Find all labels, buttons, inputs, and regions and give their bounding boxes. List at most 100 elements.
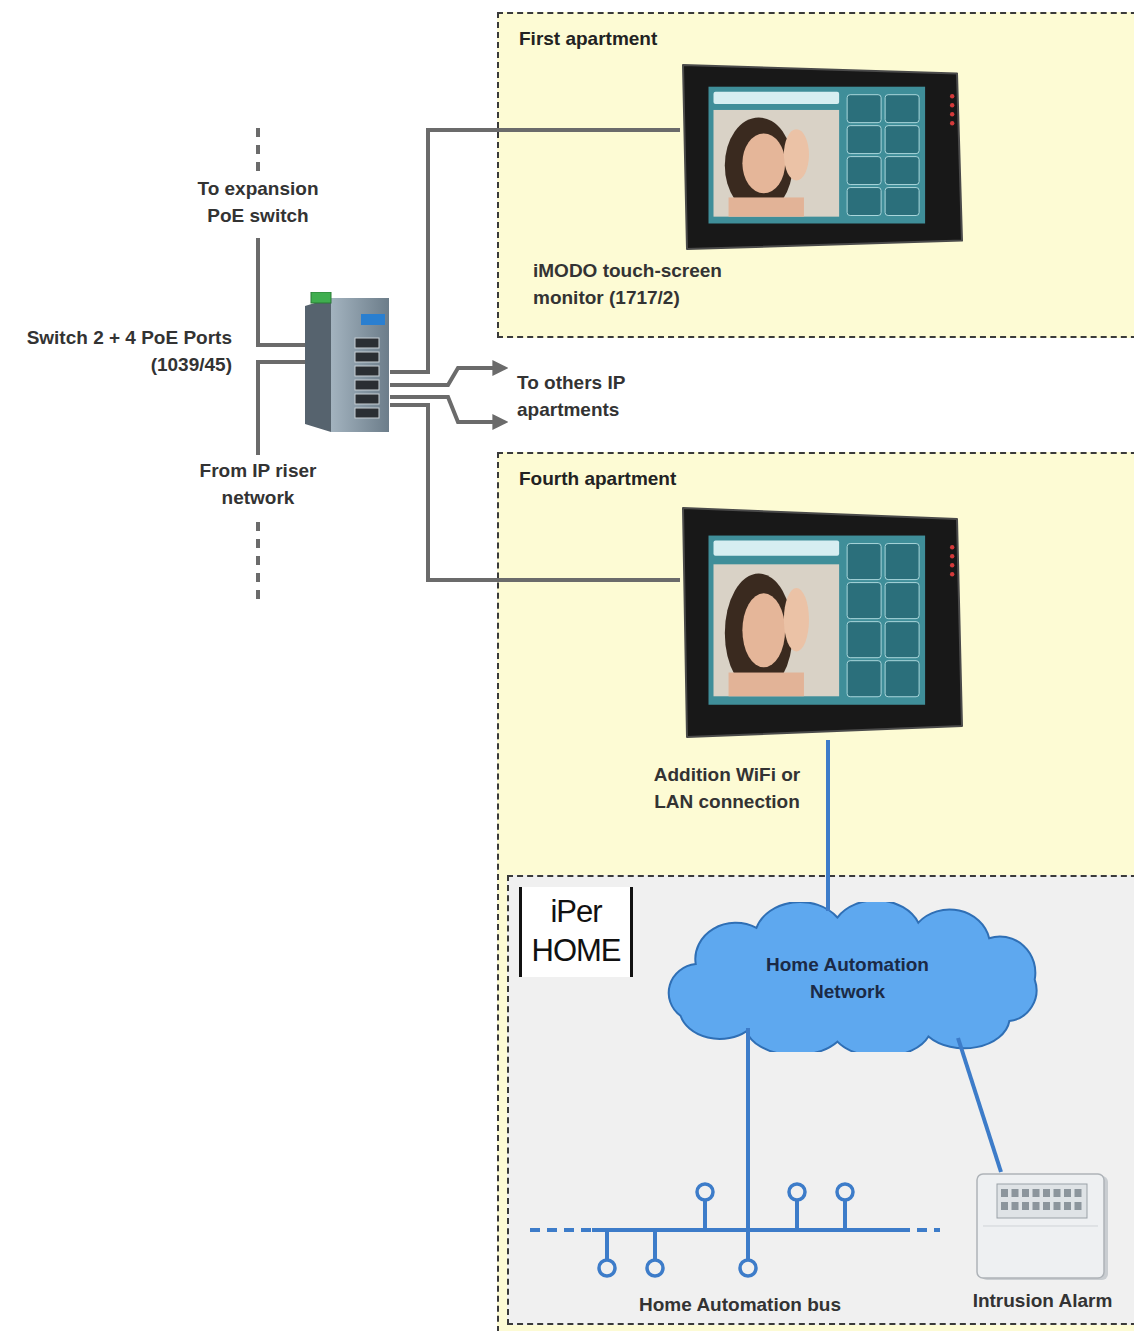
bus-device — [647, 1260, 663, 1276]
direction-label: From IP riser network — [183, 458, 333, 512]
ethernet-port — [355, 352, 379, 362]
photo-hand — [784, 129, 809, 180]
alarm-key — [1022, 1202, 1029, 1210]
terminal-block — [311, 292, 331, 303]
alarm-illustration — [975, 1172, 1110, 1282]
home-automation-wiring — [530, 740, 940, 1276]
alarm-key — [1001, 1189, 1008, 1197]
cable-connector — [390, 130, 680, 372]
alarm-key — [1064, 1202, 1071, 1210]
screen-button — [847, 188, 881, 216]
status-led — [950, 112, 954, 116]
riser-dashed-line — [256, 128, 260, 176]
status-led — [950, 121, 954, 125]
photo-face — [742, 133, 785, 193]
bus-stub — [795, 1200, 799, 1230]
photo-shoulder — [729, 197, 804, 216]
screen-button — [847, 157, 881, 185]
alarm-key — [1012, 1189, 1019, 1197]
ethernet-port — [355, 394, 379, 404]
screen-button — [885, 544, 919, 580]
riser-cable — [258, 238, 305, 345]
bus-stub — [653, 1230, 657, 1260]
riser-dashed-line — [256, 522, 260, 602]
screen-button — [885, 95, 919, 123]
screen-button — [885, 157, 919, 185]
bus-stub — [703, 1200, 707, 1230]
device-label: Intrusion Alarm — [963, 1288, 1122, 1315]
outgoing-arrow — [390, 368, 494, 385]
screen-button — [885, 126, 919, 154]
bus-line-dashed — [530, 1228, 592, 1232]
monitor-cable — [497, 578, 680, 582]
screen-title-bar — [714, 541, 840, 556]
screen-button — [885, 622, 919, 658]
outgoing-arrow — [390, 397, 494, 422]
ethernet-port — [355, 380, 379, 390]
bus-device — [740, 1260, 756, 1276]
ethernet-port — [355, 366, 379, 376]
bus-device — [599, 1260, 615, 1276]
photo-shoulder — [729, 673, 804, 697]
monitor-screen — [709, 87, 926, 224]
monitor-illustration — [680, 62, 965, 252]
apartment-region: First apartmentiMODO touch-screen monito… — [497, 12, 1134, 338]
bus-stub — [843, 1200, 847, 1230]
alarm-key — [1075, 1202, 1082, 1210]
device-label: Switch 2 + 4 PoE Ports (1039/45) — [7, 325, 232, 379]
status-led — [950, 563, 954, 567]
cloud-shape — [635, 902, 1060, 1052]
alarm-panel — [997, 1184, 1087, 1218]
screen-button — [885, 661, 919, 697]
screen-button — [847, 622, 881, 658]
alarm-housing — [977, 1174, 1104, 1278]
photo-hand — [784, 588, 809, 651]
bus-label: Home Automation bus — [615, 1292, 865, 1319]
bus-stub — [605, 1230, 609, 1260]
cable-connector — [390, 405, 497, 580]
screen-button — [847, 544, 881, 580]
touch-screen-monitor: iMODO touch-screen monitor (1717/2) — [680, 62, 965, 252]
status-led — [950, 94, 954, 98]
direction-label: To others IP apartments — [517, 370, 652, 424]
alarm-key — [1012, 1202, 1019, 1210]
monitor-bezel — [683, 508, 962, 737]
alarm-key — [1022, 1189, 1029, 1197]
wifi-lan-link — [826, 740, 830, 911]
bus-device — [697, 1184, 713, 1200]
connection-label: Addition WiFi or LAN connection — [641, 762, 813, 816]
apartment-region: Fourth apartmentiPer HOMEHome Automation… — [497, 452, 1134, 1331]
alarm-key — [1075, 1189, 1082, 1197]
home-automation-region: iPer HOMEHome Automation NetworkIntrusio… — [507, 875, 1134, 1325]
region-title: Fourth apartment — [519, 466, 1134, 493]
alarm-key — [1033, 1202, 1040, 1210]
switch-side — [305, 298, 331, 432]
caller-photo — [714, 110, 840, 217]
status-led — [950, 545, 954, 549]
screen-button — [847, 126, 881, 154]
caller-photo — [714, 564, 840, 696]
status-led — [950, 554, 954, 558]
bus-line-dashed — [900, 1228, 940, 1232]
edge-group — [390, 130, 1001, 1172]
switch-illustration — [305, 292, 390, 432]
alarm-key — [1043, 1202, 1050, 1210]
brand-logo: iPer HOME — [519, 887, 633, 977]
riser-wiring — [258, 128, 680, 602]
screen-button — [847, 661, 881, 697]
network-cloud: Home Automation Network — [635, 902, 1060, 1052]
brand-sticker — [361, 314, 385, 325]
direction-label: To expansion PoE switch — [183, 176, 333, 230]
alarm-key — [1054, 1202, 1061, 1210]
device-label: iMODO touch-screen monitor (1717/2) — [533, 258, 738, 312]
switch-front — [331, 298, 389, 432]
screen-button — [847, 95, 881, 123]
alarm-key — [1064, 1189, 1071, 1197]
ethernet-port — [355, 408, 379, 418]
bus-line — [592, 1228, 900, 1232]
photo-face — [742, 593, 785, 667]
screen-button — [885, 188, 919, 216]
monitor-illustration — [680, 505, 965, 740]
